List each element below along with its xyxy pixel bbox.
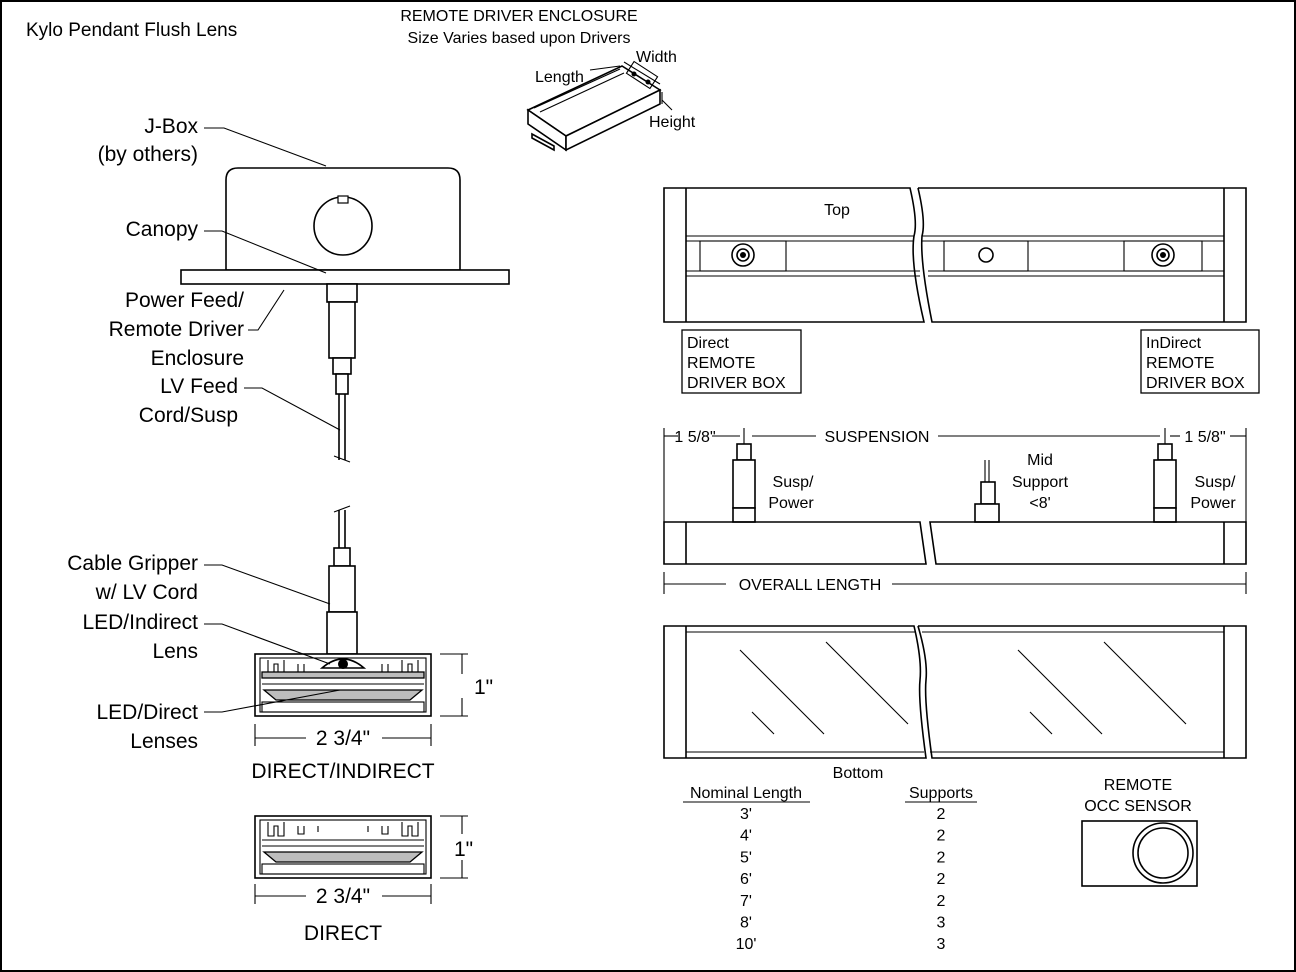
svg-text:Power: Power: [1190, 495, 1236, 512]
callout-canopy: Canopy: [126, 218, 199, 241]
svg-text:REMOTE: REMOTE: [1146, 355, 1214, 372]
svg-text:Susp/: Susp/: [773, 474, 814, 491]
callout-direct-2: Lenses: [130, 730, 198, 753]
sensor-lens-inner: [1137, 827, 1189, 879]
bottom-view-label: Bottom: [833, 765, 884, 782]
callout-power-3: Enclosure: [151, 347, 244, 370]
top-view: Top: [663, 187, 1247, 323]
svg-text:InDirect: InDirect: [1146, 335, 1202, 352]
callout-jbox-1: J-Box: [144, 115, 198, 138]
callouts-upper: J-Box (by others) Canopy Power Feed/ Rem…: [98, 115, 341, 431]
svg-text:Direct: Direct: [687, 335, 729, 352]
callouts-lower: Cable Gripper w/ LV Cord LED/Indirect Le…: [67, 552, 341, 753]
canopy-assembly: [180, 167, 510, 463]
indirect-driver-box-note: InDirect REMOTE DRIVER BOX: [1140, 329, 1260, 394]
svg-text:Power: Power: [768, 495, 814, 512]
drawing-title: Kylo Pendant Flush Lens: [26, 20, 237, 41]
callout-indirect-1: LED/Indirect: [82, 611, 198, 634]
di-width-dim: 2 3/4": [316, 727, 370, 750]
svg-text:<8': <8': [1029, 495, 1050, 512]
enclosure-heading: REMOTE DRIVER ENCLOSURE: [400, 8, 637, 25]
table-cell-supports: 2: [937, 871, 946, 888]
enclosure-length-label: Length: [535, 69, 584, 86]
svg-text:Support: Support: [1012, 474, 1069, 491]
table-cell-supports: 2: [937, 893, 946, 910]
table-cell-length: 10': [736, 936, 757, 953]
sensor-label-2: OCC SENSOR: [1084, 798, 1192, 815]
callout-direct-1: LED/Direct: [96, 701, 198, 724]
d-width-dim: 2 3/4": [316, 885, 370, 908]
dim-overall-length: OVERALL LENGTH: [739, 577, 882, 594]
top-view-label: Top: [824, 202, 850, 219]
enclosure-width-label: Width: [636, 49, 677, 66]
callout-lv-2: Cord/Susp: [139, 404, 238, 427]
supports-table: Nominal Length Supports 3' 2 4' 2 5' 2 6' 2 7' 2 8…: [683, 785, 977, 953]
bottom-view: Bottom: [663, 625, 1247, 782]
section-direct: 1" 2 3/4" DIRECT: [254, 815, 473, 945]
dim-suspension: SUSPENSION: [825, 429, 930, 446]
sensor-lens-outer: [1132, 822, 1194, 884]
table-header-supports: Supports: [909, 785, 973, 802]
side-view: 1 5/8" SUSPENSION 1 5/8" Susp/ Power Mid…: [663, 428, 1247, 594]
housing-d: [254, 815, 432, 879]
sensor-label-1: REMOTE: [1104, 777, 1172, 794]
table-cell-supports: 2: [937, 806, 946, 823]
table-cell-supports: 2: [937, 828, 946, 845]
dim-right: 1 5/8": [1184, 429, 1225, 446]
di-label: DIRECT/INDIRECT: [251, 760, 434, 783]
svg-text:DRIVER BOX: DRIVER BOX: [687, 375, 786, 392]
table-cell-length: 7': [740, 893, 752, 910]
enclosure-subheading: Size Varies based upon Drivers: [408, 30, 631, 47]
canopy-plate: [180, 269, 510, 285]
callout-gripper-2: w/ LV Cord: [95, 581, 198, 604]
enclosure-height-label: Height: [649, 114, 696, 131]
callout-indirect-2: Lens: [152, 640, 198, 663]
table-cell-supports: 2: [937, 849, 946, 866]
dim-left: 1 5/8": [674, 429, 715, 446]
table-cell-supports: 3: [937, 915, 946, 932]
callout-lv-1: LV Feed: [160, 375, 238, 398]
d-label: DIRECT: [304, 922, 382, 945]
svg-text:DRIVER BOX: DRIVER BOX: [1146, 375, 1245, 392]
callout-gripper-1: Cable Gripper: [67, 552, 198, 575]
callout-jbox-2: (by others): [98, 143, 198, 166]
remote-occ-sensor: REMOTE OCC SENSOR: [1081, 777, 1198, 887]
table-header-length: Nominal Length: [690, 785, 802, 802]
di-height-dim: 1": [474, 676, 493, 699]
table-cell-length: 3': [740, 806, 752, 823]
d-height-dim: 1": [454, 838, 473, 861]
callout-power-1: Power Feed/: [125, 289, 244, 312]
enclosure-side-face: [565, 88, 661, 152]
svg-text:Susp/: Susp/: [1195, 474, 1236, 491]
table-cell-length: 5': [740, 849, 752, 866]
table-cell-length: 8': [740, 915, 752, 932]
table-cell-length: 6': [740, 871, 752, 888]
jbox-knockout: [313, 196, 373, 256]
table-cell-supports: 3: [937, 936, 946, 953]
remote-driver-enclosure: REMOTE DRIVER ENCLOSURE Size Varies base…: [400, 8, 696, 152]
direct-driver-box-note: Direct REMOTE DRIVER BOX: [681, 329, 802, 394]
svg-text:REMOTE: REMOTE: [687, 355, 755, 372]
table-cell-length: 4': [740, 828, 752, 845]
callout-power-2: Remote Driver: [109, 318, 244, 341]
section-direct-indirect: 1" 2 3/4" DIRECT/INDIRECT: [251, 505, 493, 783]
svg-text:Mid: Mid: [1027, 452, 1053, 469]
